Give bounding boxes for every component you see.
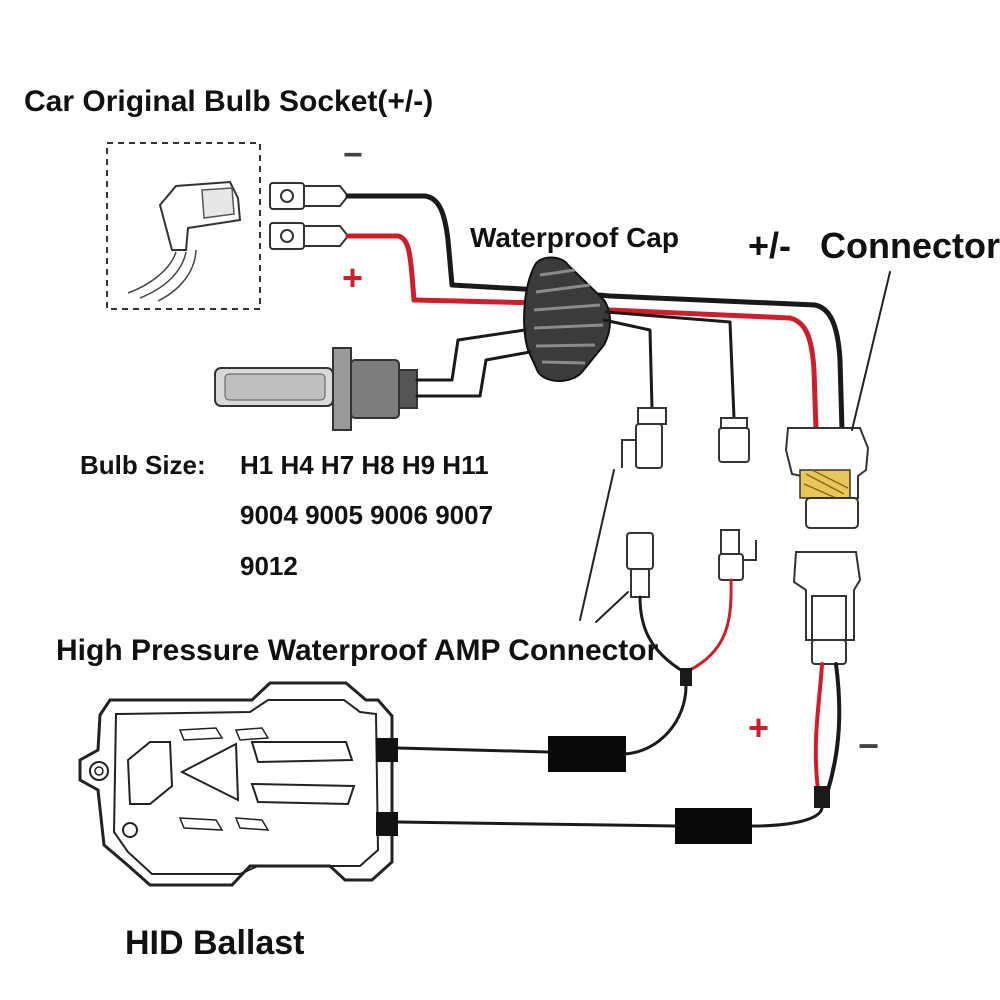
- ballast-output-port-lower: [376, 812, 398, 836]
- connector-black-to-ballast: [826, 662, 842, 792]
- waterproof-cap: [523, 256, 611, 382]
- ballast-minus-sign: −: [858, 725, 880, 766]
- bulb-size-line-1: H1 H4 H7 H8 H9 H11: [240, 450, 489, 480]
- ballast-label: HID Ballast: [125, 924, 305, 962]
- amp-connector-label: High Pressure Waterproof AMP Connector: [56, 634, 659, 667]
- ballast-wire-upper: [396, 684, 688, 756]
- plus-minus-connector-top: [784, 427, 870, 529]
- bulb-size-line-3: 9012: [240, 551, 298, 581]
- socket-terminal-positive: [269, 222, 350, 250]
- amp-leader-1: [579, 469, 615, 621]
- amp-plug-ballast-side-1: [626, 532, 654, 598]
- amp-split-red: [688, 578, 733, 672]
- hid-ballast: [78, 681, 398, 887]
- ballast-plus-sign: +: [748, 707, 770, 748]
- connector-sleeve: [814, 786, 830, 808]
- bulb-wire-2: [415, 350, 532, 398]
- ballast-wire-lower-block: [675, 808, 752, 844]
- amp-split-black: [638, 595, 686, 674]
- amp-plug-bulb-side-1: [621, 407, 667, 469]
- ballast-output-port-upper: [376, 738, 398, 762]
- waterproof-cap-label: Waterproof Cap: [470, 222, 679, 253]
- plus-minus-connector-bottom: [792, 551, 862, 665]
- bulb-size-label: Bulb Size:: [80, 450, 206, 480]
- amp-split-sleeve: [680, 668, 692, 686]
- amp-leader-2: [595, 591, 629, 623]
- connector-red-to-ballast: [813, 662, 824, 792]
- cap-to-plug-2: [604, 310, 736, 420]
- socket-plus-sign: +: [342, 257, 364, 298]
- socket-minus-sign: −: [343, 136, 363, 174]
- connector-sign-label: +/-: [748, 225, 792, 266]
- socket-title: Car Original Bulb Socket(+/-): [24, 85, 434, 118]
- bulb-wire-1: [415, 328, 527, 382]
- amp-plug-bulb-side-2: [718, 417, 750, 463]
- connector-leader: [851, 271, 891, 431]
- socket-terminal-negative: [269, 182, 350, 210]
- hid-bulb: [214, 347, 418, 431]
- car-original-bulb-socket: [106, 142, 261, 310]
- amp-plug-ballast-side-2: [718, 529, 757, 581]
- connector-word-label: Connector: [820, 225, 1000, 266]
- ballast-wire-lower: [396, 806, 824, 828]
- cap-to-plug-1: [602, 318, 654, 410]
- ballast-wire-upper-block: [548, 736, 626, 772]
- bulb-size-line-2: 9004 9005 9006 9007: [240, 500, 494, 530]
